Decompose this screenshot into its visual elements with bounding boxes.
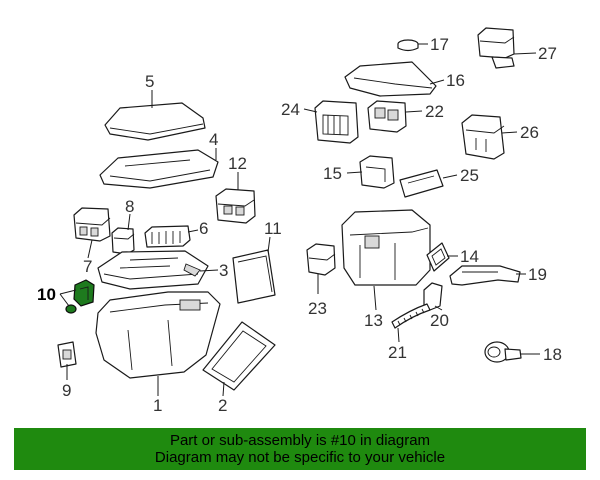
part-2-frame — [202, 321, 276, 391]
callout-9: 9 — [62, 381, 71, 400]
part-12 — [215, 188, 256, 224]
parts-diagram: 5 4 12 8 6 7 3 11 10 1 2 9 17 16 27 24 2… — [37, 27, 562, 415]
callout-10: 10 — [37, 285, 56, 304]
callout-7: 7 — [83, 257, 92, 276]
callout-4: 4 — [209, 130, 218, 149]
callout-18: 18 — [543, 345, 562, 364]
callout-11: 11 — [264, 219, 282, 238]
callout-15: 15 — [323, 164, 342, 183]
part-25 — [399, 169, 444, 198]
part-24 — [314, 100, 359, 144]
part-3 — [97, 250, 209, 290]
callout-19: 19 — [528, 265, 547, 284]
part-23 — [306, 243, 336, 276]
part-19 — [449, 265, 521, 286]
callout-1: 1 — [153, 396, 162, 415]
part-16 — [344, 61, 437, 97]
banner-line-part: Part or sub-assembly is #10 in diagram — [169, 432, 431, 449]
callout-21: 21 — [388, 343, 407, 362]
part-26 — [461, 114, 505, 160]
callout-2: 2 — [218, 396, 227, 415]
callout-26: 26 — [520, 123, 539, 142]
part-18 — [484, 341, 522, 363]
part-4-tray — [99, 149, 219, 189]
info-banner: Part or sub-assembly is #10 in diagram D… — [14, 428, 586, 470]
part-27 — [477, 27, 515, 69]
callout-25: 25 — [460, 166, 479, 185]
part-14 — [426, 242, 450, 272]
callout-12: 12 — [228, 154, 247, 173]
part-8 — [111, 227, 135, 255]
part-1-housing — [95, 291, 221, 379]
callout-16: 16 — [446, 71, 465, 90]
callout-13: 13 — [364, 311, 383, 330]
callout-6: 6 — [199, 219, 208, 238]
part-22 — [367, 100, 407, 133]
callout-8: 8 — [125, 197, 134, 216]
callout-22: 22 — [425, 102, 444, 121]
leader-lines — [59, 43, 540, 397]
part-21-hose — [391, 303, 431, 329]
callout-labels: 5 4 12 8 6 7 3 11 10 1 2 9 17 16 27 24 2… — [37, 35, 562, 415]
callout-24: 24 — [281, 100, 300, 119]
callout-17: 17 — [430, 35, 449, 54]
part-13-case — [341, 209, 431, 286]
part-11 — [232, 249, 276, 304]
callout-14: 14 — [460, 247, 479, 266]
callout-5: 5 — [145, 72, 154, 91]
callout-3: 3 — [219, 261, 228, 280]
callout-20: 20 — [430, 311, 449, 330]
part-15 — [359, 155, 395, 189]
banner-line-disclaimer: Diagram may not be specific to your vehi… — [154, 449, 446, 466]
part-10-highlighted — [65, 279, 95, 314]
part-6 — [144, 225, 191, 248]
part-9 — [57, 341, 77, 368]
part-7 — [73, 207, 111, 242]
callout-23: 23 — [308, 299, 327, 318]
part-17 — [397, 39, 419, 52]
part-5-lid — [104, 102, 206, 141]
callout-27: 27 — [538, 44, 557, 63]
